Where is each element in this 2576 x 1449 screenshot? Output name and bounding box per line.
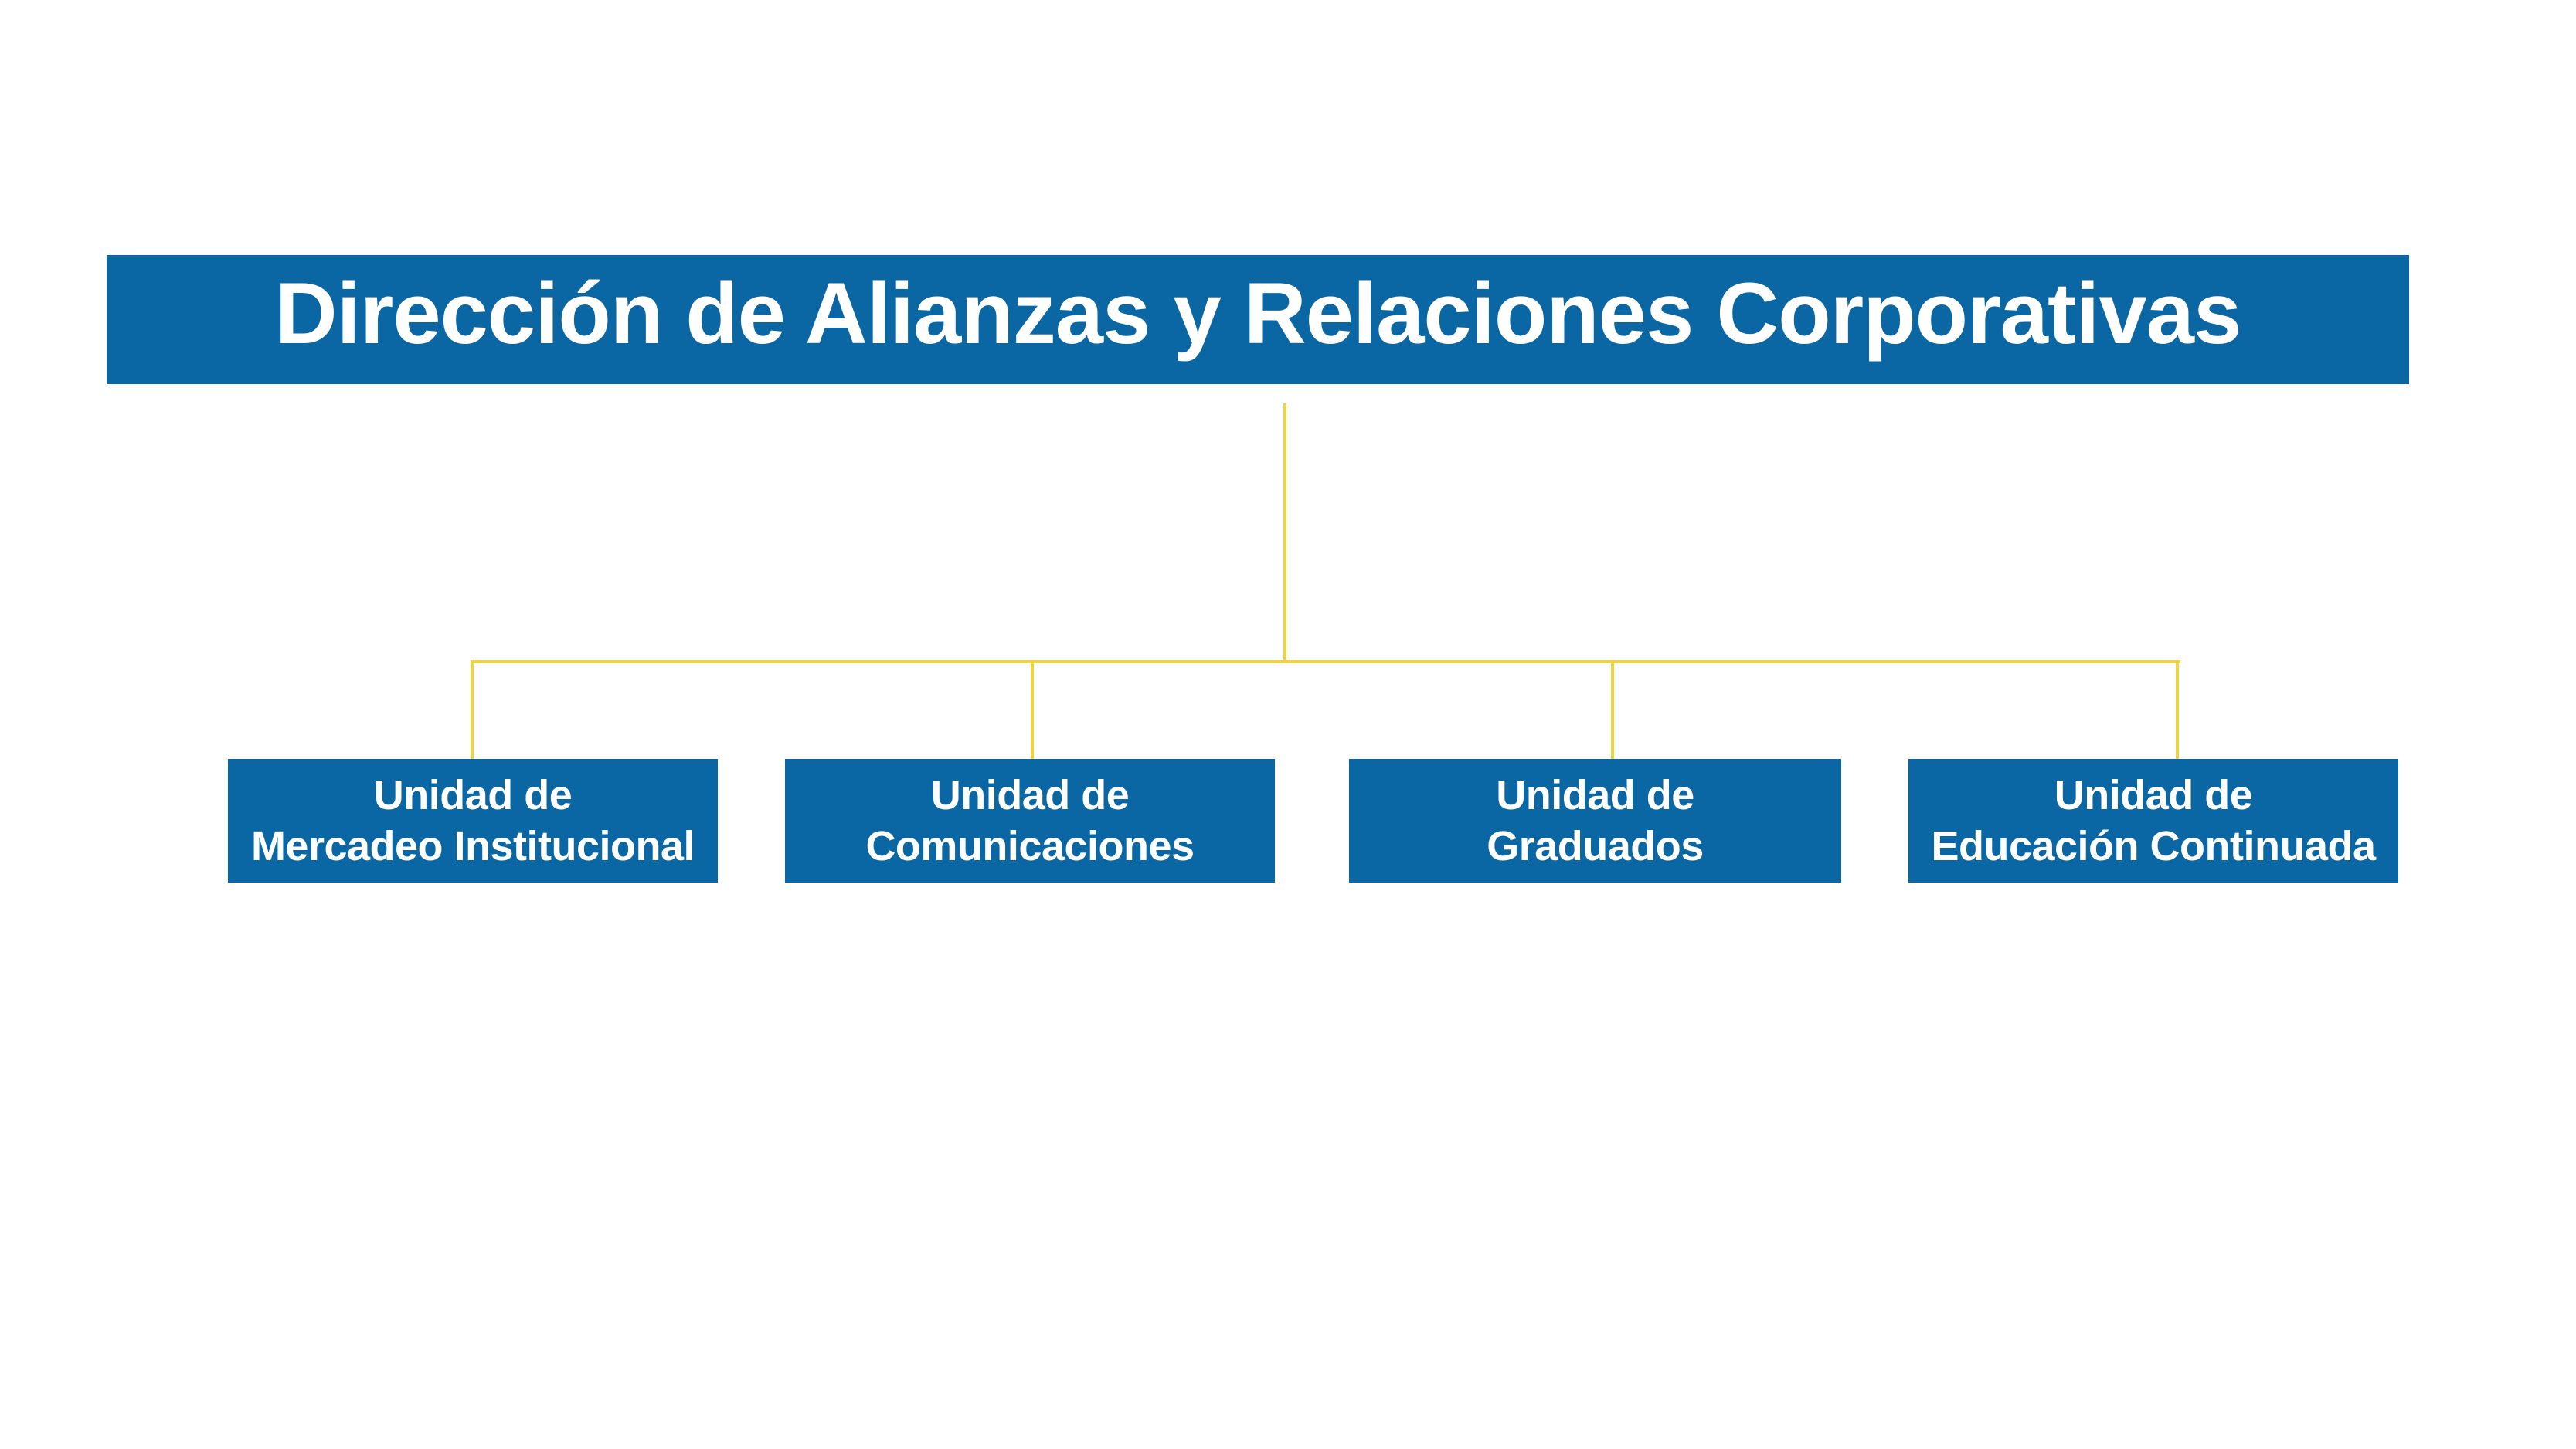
unit-node-label-line2: Comunicaciones <box>865 823 1195 869</box>
unit-node-graduados: Unidad de Graduados <box>1349 759 1841 883</box>
connector-drop-line-3 <box>1611 660 1614 760</box>
unit-node-label-line2: Educación Continuada <box>1931 823 2376 869</box>
unit-node-label-line1: Unidad de <box>1496 772 1694 818</box>
unit-node-label-line2: Graduados <box>1487 823 1704 869</box>
unit-node-label-line1: Unidad de <box>2054 772 2253 818</box>
connector-drop-line-1 <box>471 660 474 760</box>
unit-node-mercadeo-institucional: Unidad de Mercadeo Institucional <box>228 759 718 883</box>
unit-node-educacion-continuada: Unidad de Educación Continuada <box>1908 759 2398 883</box>
root-node-direccion: Dirección de Alianzas y Relaciones Corpo… <box>107 255 2409 384</box>
unit-node-label-line1: Unidad de <box>930 772 1130 818</box>
connector-trunk-line <box>1283 403 1286 663</box>
connector-horizontal-line <box>472 660 2180 663</box>
connector-drop-line-2 <box>1031 660 1034 760</box>
connector-drop-line-4 <box>2176 660 2179 760</box>
unit-node-comunicaciones: Unidad de Comunicaciones <box>785 759 1275 883</box>
unit-node-label-line1: Unidad de <box>373 772 573 818</box>
unit-node-label-line2: Mercadeo Institucional <box>250 823 695 869</box>
root-node-label: Dirección de Alianzas y Relaciones Corpo… <box>274 265 2241 362</box>
